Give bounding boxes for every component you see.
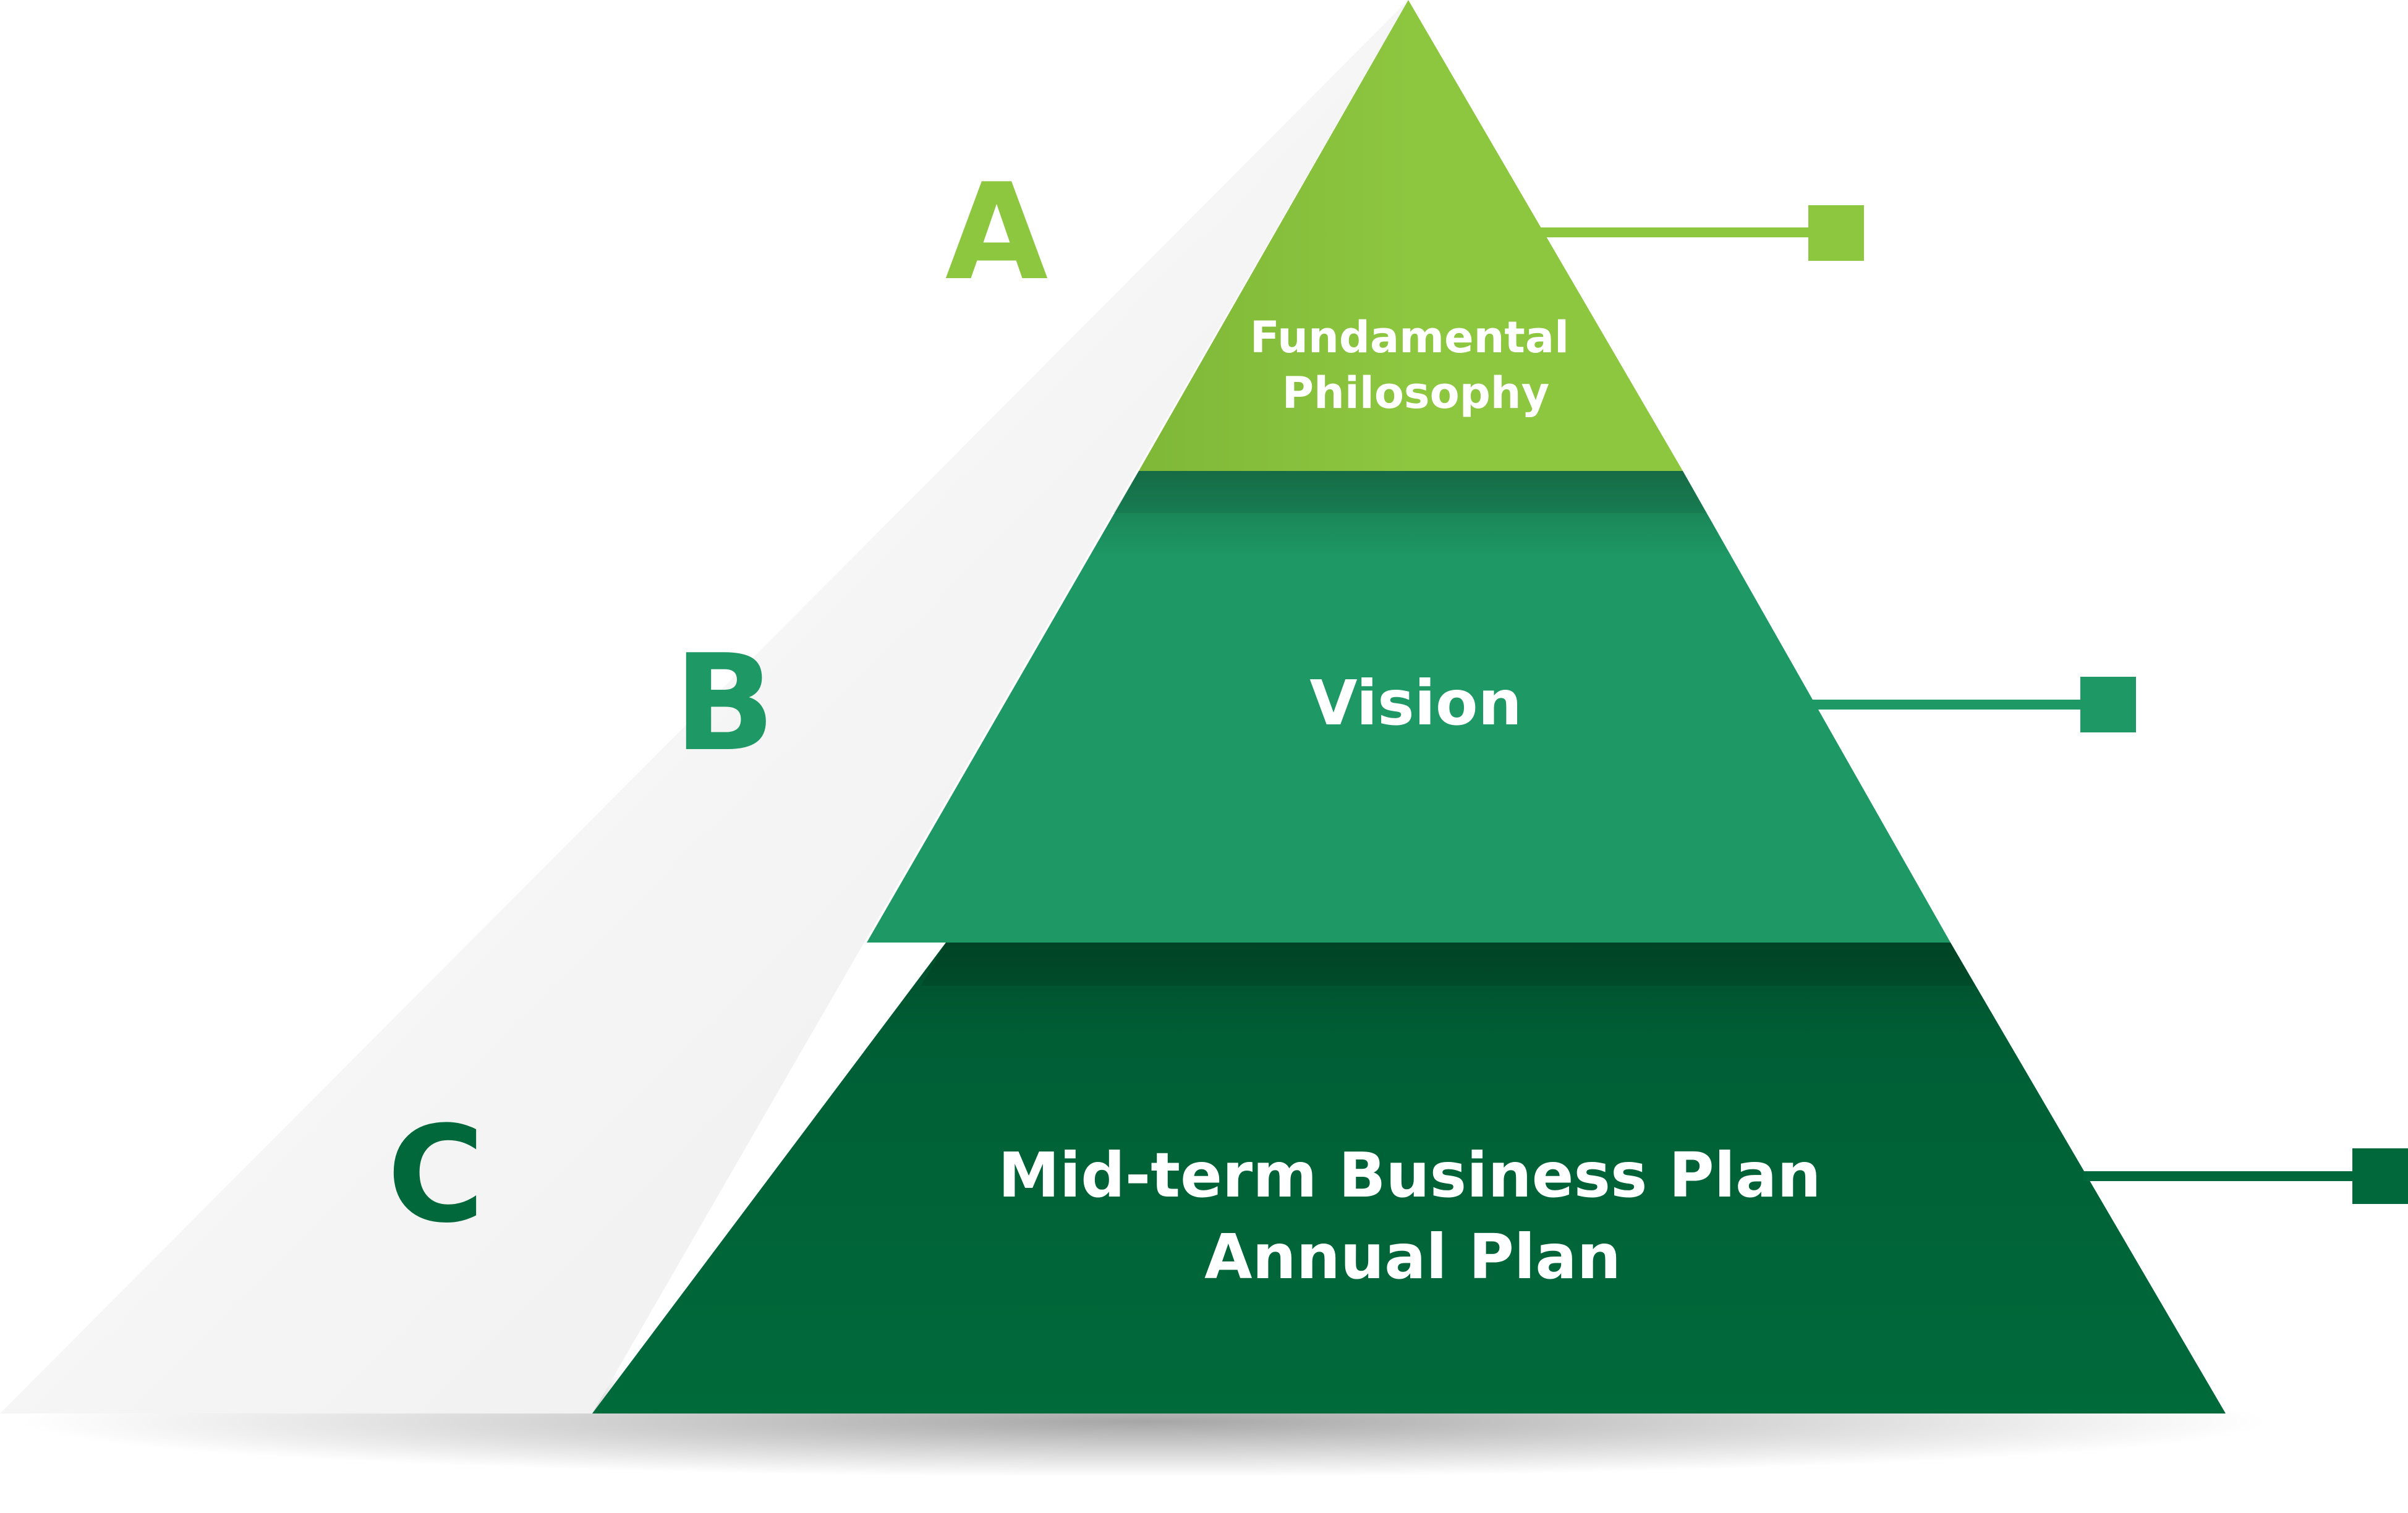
tier-a-letter: A bbox=[945, 155, 1048, 310]
tier-c-top-shadow bbox=[921, 943, 1975, 986]
tier-a-label-line-1: Fundamental bbox=[1250, 312, 1569, 363]
tier-c-letter: C bbox=[387, 1097, 485, 1252]
connector-b-line bbox=[1811, 700, 2083, 710]
pyramid-side-face bbox=[0, 0, 1408, 1413]
connector-c-line bbox=[2083, 1171, 2355, 1181]
tier-c-label-line-1: Mid-term Business Plan bbox=[998, 1139, 1821, 1211]
tier-a-label-line-2: Philosophy bbox=[1282, 368, 1550, 418]
connector-b bbox=[1811, 677, 2136, 732]
tier-b-shape bbox=[867, 471, 1951, 943]
connector-b-end-square bbox=[2080, 677, 2136, 732]
tier-c-shape bbox=[592, 943, 2226, 1413]
tier-b-top-shadow bbox=[1113, 471, 1706, 513]
connector-c bbox=[2083, 1148, 2408, 1204]
connector-a-end-square bbox=[1808, 205, 1864, 261]
connector-a bbox=[1539, 205, 1864, 261]
tier-b-letter: B bbox=[674, 625, 775, 781]
tier-b-label: Vision bbox=[1309, 667, 1522, 739]
connector-c-end-square bbox=[2352, 1148, 2408, 1204]
connector-a-line bbox=[1539, 227, 1811, 237]
tier-c-label-line-2: Annual Plan bbox=[1204, 1221, 1621, 1293]
tier-a-shape bbox=[1139, 0, 1683, 471]
